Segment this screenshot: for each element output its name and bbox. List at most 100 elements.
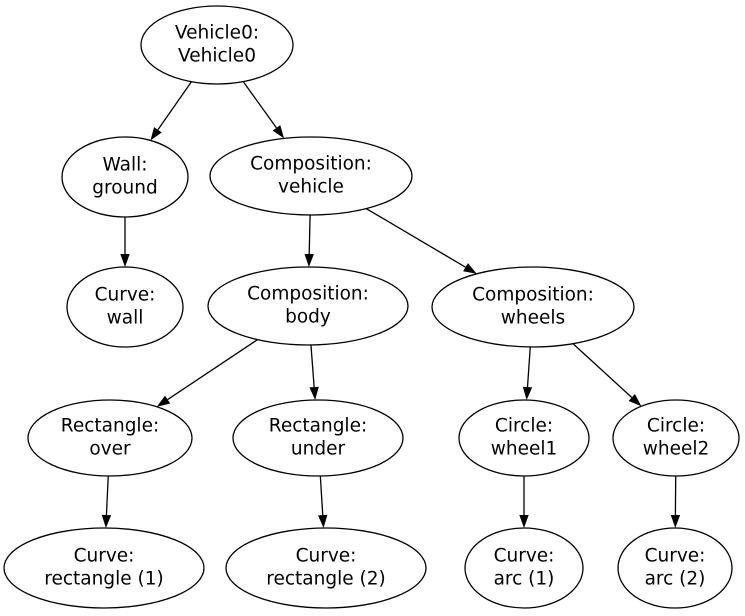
- node-label-line: wheel1: [491, 439, 558, 460]
- node-label-line: Curve:: [645, 546, 706, 567]
- node-label-line: Rectangle:: [269, 416, 367, 437]
- arrowhead-icon: [272, 125, 285, 139]
- node-vehicle0: Vehicle0:Vehicle0: [140, 5, 294, 85]
- node-label: Composition:wheels: [472, 285, 594, 329]
- node-wall-ground: Wall:ground: [61, 136, 189, 218]
- node-curve-arc-2: Curve:arc (2): [617, 527, 733, 609]
- node-label-line: ground: [92, 178, 157, 199]
- node-label: Composition:vehicle: [250, 154, 372, 198]
- node-ellipse: [431, 266, 635, 348]
- arrowhead-icon: [463, 263, 477, 274]
- arrowhead-icon: [150, 127, 162, 141]
- node-ellipse: [458, 399, 590, 477]
- edge-rectangle-over-to-curve-rectangle-1: [101, 475, 112, 529]
- node-label-line: body: [285, 307, 331, 328]
- arrowhead-icon: [156, 395, 171, 407]
- arrowhead-icon: [120, 254, 130, 267]
- edge-rectangle-under-to-curve-rectangle-2: [318, 475, 328, 529]
- node-label: Curve:rectangle (1): [44, 546, 163, 590]
- edge-vehicle0-to-composition-vehicle: [242, 81, 285, 139]
- node-ellipse: [27, 399, 193, 477]
- edge-wall-ground-to-curve-wall: [120, 217, 130, 267]
- node-label-line: wheel2: [643, 439, 710, 460]
- node-label: Curve:wall: [95, 285, 156, 329]
- node-rectangle-over: Rectangle:over: [27, 399, 193, 477]
- node-label-line: under: [291, 439, 346, 460]
- edge-line: [365, 208, 466, 268]
- node-label: Rectangle:under: [269, 416, 367, 460]
- node-label-line: Curve:: [296, 546, 357, 567]
- node-ellipse: [617, 527, 733, 609]
- node-ellipse: [464, 527, 584, 609]
- node-label: Circle:wheel2: [643, 416, 710, 460]
- node-circle-wheel2: Circle:wheel2: [612, 399, 740, 477]
- edge-line: [157, 81, 192, 131]
- node-label-line: arc (2): [645, 569, 706, 590]
- node-composition-wheels: Composition:wheels: [431, 266, 635, 348]
- node-label-line: Composition:: [472, 285, 594, 306]
- node-label-line: arc (1): [494, 569, 555, 590]
- node-label-line: over: [89, 439, 131, 460]
- node-label: Curve:arc (1): [494, 546, 555, 590]
- node-curve-arc-1: Curve:arc (1): [464, 527, 584, 609]
- node-rectangle-under: Rectangle:under: [232, 399, 404, 477]
- node-label-line: Curve:: [74, 546, 135, 567]
- edge-line: [319, 475, 324, 516]
- node-ellipse: [66, 266, 184, 348]
- node-curve-wall: Curve:wall: [66, 266, 184, 348]
- node-ellipse: [612, 399, 740, 477]
- arrowhead-icon: [519, 515, 529, 528]
- node-label-line: Circle:: [647, 416, 705, 437]
- node-label-line: Circle:: [495, 416, 553, 437]
- node-label-line: Vehicle0: [178, 46, 256, 67]
- edge-composition-wheels-to-circle-wheel1: [522, 346, 533, 401]
- node-label-line: Rectangle:: [61, 416, 159, 437]
- edge-line: [308, 214, 311, 255]
- node-label-line: Curve:: [494, 546, 555, 567]
- edge-line: [526, 346, 531, 388]
- node-label-line: Wall:: [103, 155, 148, 176]
- edge-line: [572, 343, 633, 398]
- node-label-line: wall: [107, 308, 144, 329]
- node-circle-wheel1: Circle:wheel1: [458, 399, 590, 477]
- node-label: Composition:body: [247, 284, 369, 328]
- edge-line: [242, 81, 277, 129]
- node-label-line: rectangle (1): [44, 569, 163, 590]
- arrowhead-icon: [309, 386, 319, 401]
- node-label-line: wheels: [501, 308, 565, 329]
- node-label: Curve:arc (2): [645, 546, 706, 590]
- arrowhead-icon: [318, 514, 328, 529]
- node-label-line: Composition:: [247, 284, 369, 305]
- node-label-line: Curve:: [95, 285, 156, 306]
- edge-composition-wheels-to-circle-wheel2: [572, 343, 642, 407]
- edge-circle-wheel2-to-curve-arc-2: [670, 475, 681, 529]
- node-label: Circle:wheel1: [491, 416, 558, 460]
- node-label-line: rectangle (2): [266, 569, 385, 590]
- node-composition-vehicle: Composition:vehicle: [209, 136, 413, 216]
- node-composition-body: Composition:body: [207, 266, 409, 346]
- arrowhead-icon: [628, 394, 642, 407]
- node-ellipse: [209, 136, 413, 216]
- node-label-line: Composition:: [250, 154, 372, 175]
- node-ellipse: [232, 399, 404, 477]
- node-label-line: vehicle: [278, 177, 344, 198]
- node-ellipse: [207, 266, 409, 346]
- arrowhead-icon: [670, 514, 681, 529]
- node-label: Vehicle0:Vehicle0: [175, 23, 259, 67]
- arrowhead-icon: [522, 386, 533, 401]
- node-ellipse: [3, 527, 205, 609]
- node-curve-rectangle-2: Curve:rectangle (2): [225, 527, 427, 609]
- edge-composition-body-to-rectangle-under: [309, 344, 319, 401]
- node-label: Curve:rectangle (2): [266, 546, 385, 590]
- node-label: Rectangle:over: [61, 416, 159, 460]
- edge-composition-vehicle-to-composition-wheels: [365, 208, 477, 274]
- edge-composition-vehicle-to-composition-body: [304, 214, 314, 268]
- arrowhead-icon: [101, 514, 112, 529]
- edge-vehicle0-to-wall-ground: [150, 81, 192, 141]
- arrowhead-icon: [304, 253, 314, 268]
- edge-composition-body-to-rectangle-over: [156, 339, 258, 407]
- edge-line: [167, 339, 258, 401]
- node-label: Wall:ground: [92, 155, 157, 199]
- node-ellipse: [61, 136, 189, 218]
